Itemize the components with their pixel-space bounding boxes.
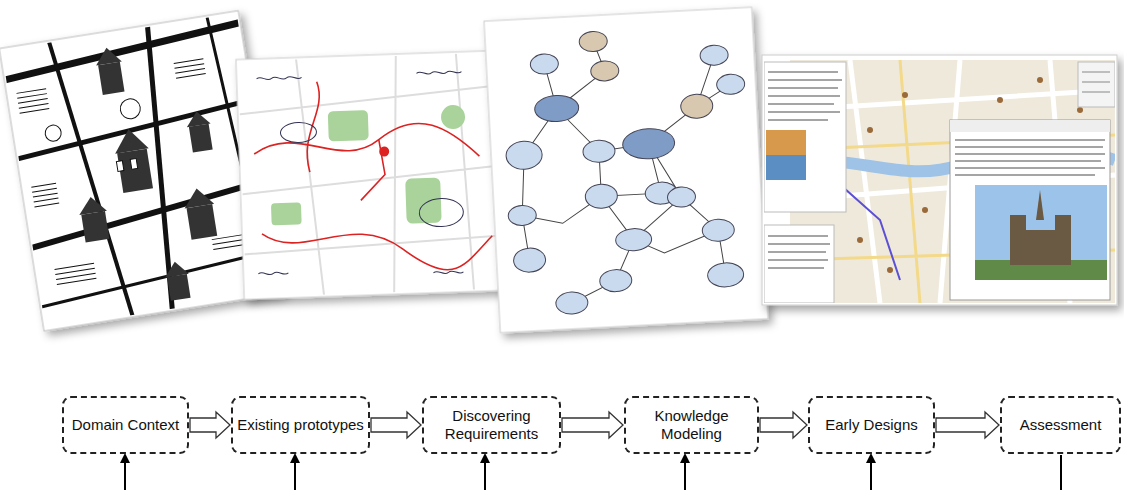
knowledge-concept-map xyxy=(484,7,768,333)
step-label: Early Designs xyxy=(825,416,918,434)
step-label: Domain Context xyxy=(72,416,180,434)
process-box: Discovering Requirements xyxy=(422,396,561,454)
process-box: Knowledge Modeling xyxy=(624,396,759,454)
input-arrows xyxy=(125,455,1061,490)
flow-arrow xyxy=(371,412,421,438)
step-label: Discovering Requirements xyxy=(424,407,559,443)
flow-arrow xyxy=(936,412,999,438)
process-box: Existing prototypes xyxy=(231,396,370,454)
annotated-map xyxy=(236,51,504,300)
process-box: Assessment xyxy=(1000,396,1121,454)
flow-arrow xyxy=(760,412,807,438)
process-box: Early Designs xyxy=(808,396,935,454)
process-box: Domain Context xyxy=(62,396,189,454)
step-label: Assessment xyxy=(1020,416,1102,434)
step-label: Existing prototypes xyxy=(237,416,364,434)
flow-arrow xyxy=(562,412,623,438)
step-label: Knowledge Modeling xyxy=(626,407,757,443)
flow-arrow xyxy=(190,412,230,438)
map-application-screenshot xyxy=(762,55,1117,305)
